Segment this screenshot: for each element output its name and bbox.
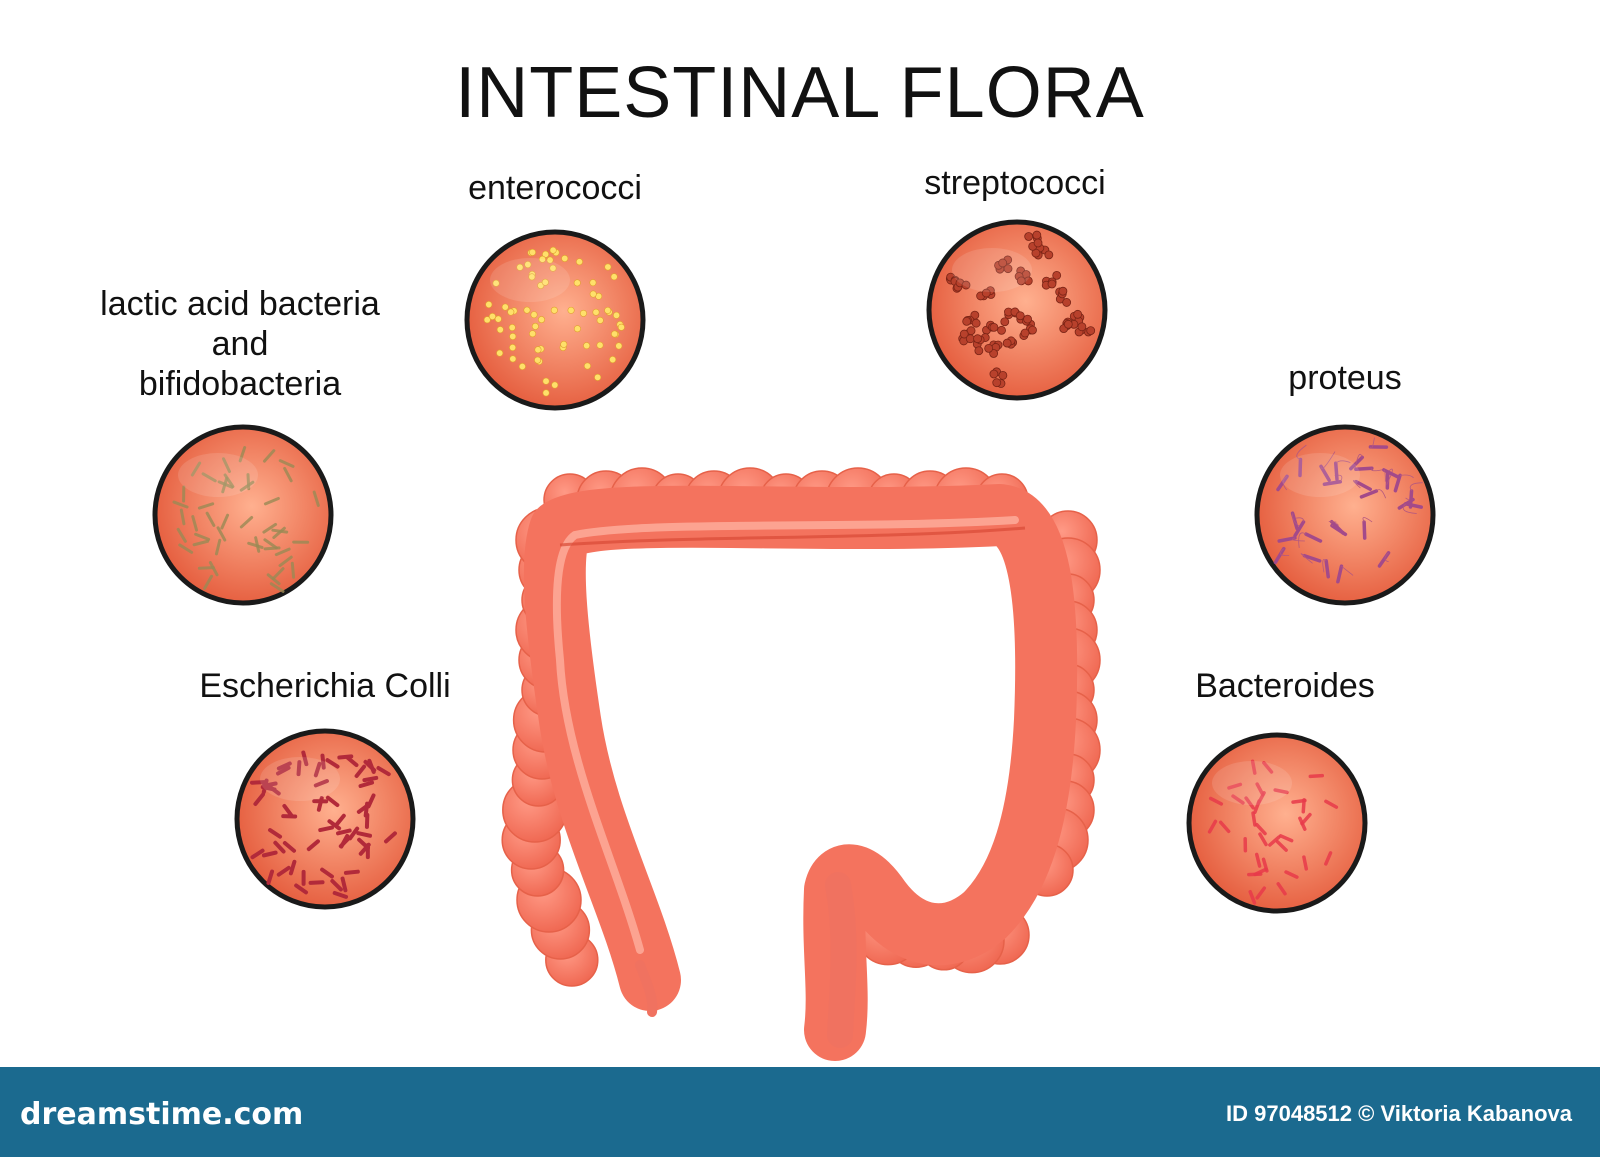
dish-enterococci [464, 229, 646, 411]
dish-field [1254, 424, 1436, 606]
dish-bacteroides [1186, 732, 1368, 914]
label-bacteroides: Bacteroides [1195, 667, 1375, 705]
dish-field [234, 728, 416, 910]
dish-streptococci [926, 219, 1108, 401]
diagram-title: INTESTINAL FLORA [455, 53, 1145, 133]
label-lactic-line-3: bifidobacteria [138, 365, 342, 403]
dish-field [1186, 732, 1368, 914]
label-lactic-acid-bacteria: lactic acid bacteria and bifidobacteria [60, 284, 420, 404]
label-streptococci: streptococci [924, 164, 1106, 202]
dish-escherichia-colli [234, 728, 416, 910]
label-escherichia-colli: Escherichia Colli [199, 667, 451, 705]
colon-tube [523, 484, 1078, 1061]
footer-bar: dreamstime.com ID 97048512 © Viktoria Ka… [0, 1067, 1600, 1157]
label-enterococci: enterococci [468, 169, 642, 207]
image-credit: ID 97048512 © Viktoria Kabanova [1226, 1101, 1572, 1126]
dish-lactic-acid-bacteria [152, 424, 334, 606]
label-proteus: proteus [1288, 359, 1402, 397]
brand-logo: dreamstime.com [20, 1097, 304, 1132]
colon-inner-line [559, 526, 1026, 547]
appendix [635, 960, 658, 1017]
label-lactic-line-2: and [211, 325, 269, 363]
rectum [825, 872, 857, 1048]
dish-proteus [1254, 424, 1436, 606]
label-lactic-line-1: lactic acid bacteria [100, 285, 380, 323]
dish-field [464, 229, 646, 411]
colon-highlight [552, 516, 1019, 954]
